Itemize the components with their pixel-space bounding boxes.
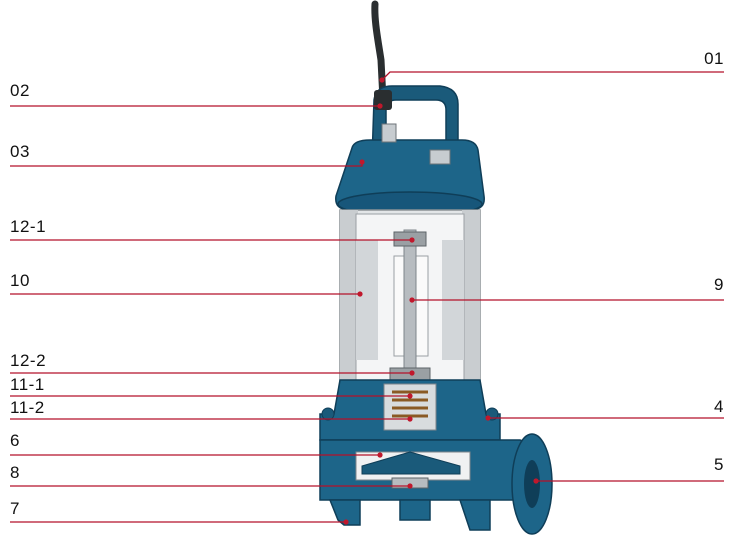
- callout-label-8: 8: [10, 463, 20, 482]
- callout-label-6: 6: [10, 431, 20, 450]
- callout-label-01: 01: [704, 49, 724, 68]
- leader-dot-8: [407, 483, 413, 489]
- leader-line-01: [381, 71, 724, 81]
- left-flange-bolt: [321, 407, 335, 421]
- callout-label-03: 03: [10, 142, 30, 161]
- callout-label-11-1: 11-1: [10, 375, 45, 394]
- power-cable: [371, 0, 387, 104]
- motor-housing-shade-left: [340, 210, 358, 382]
- leader-dot-01: [379, 77, 385, 83]
- callout-label-12-2: 12-2: [10, 351, 47, 370]
- pump-stand-right: [458, 499, 491, 531]
- leader-dot-5: [533, 478, 539, 484]
- callout-label-10: 10: [10, 271, 30, 290]
- stator-winding-left: [356, 240, 378, 360]
- callout-label-12-1: 12-1: [10, 217, 47, 236]
- callout-label-7: 7: [10, 499, 20, 518]
- leader-dot-7: [343, 519, 349, 525]
- leader-dot-6: [377, 452, 383, 458]
- leader-dot-02: [377, 103, 383, 109]
- leader-dot-12-2: [409, 370, 415, 376]
- callout-label-9: 9: [714, 275, 724, 294]
- leader-dot-03: [359, 159, 365, 165]
- motor-housing-shade-right: [462, 210, 480, 382]
- cover-bolt: [381, 123, 397, 143]
- leader-dot-11-1: [407, 393, 413, 399]
- leader-line-03: [10, 162, 363, 167]
- leader-dot-9: [409, 297, 415, 303]
- leader-dot-10: [357, 291, 363, 297]
- cover-boss: [429, 149, 451, 165]
- pump-stand: [328, 499, 361, 526]
- mechanical-seal-spring: [392, 390, 428, 418]
- leader-dot-11-2: [407, 416, 413, 422]
- callout-label-4: 4: [714, 397, 724, 416]
- callout-label-02: 02: [10, 81, 30, 100]
- leader-dot-4: [485, 415, 491, 421]
- discharge-port: [524, 460, 540, 508]
- callout-label-11-2: 11-2: [10, 398, 45, 417]
- callout-label-5: 5: [714, 455, 724, 474]
- cable-gland: [374, 90, 392, 110]
- pump-stand-center: [399, 499, 431, 521]
- leader-dot-12-1: [409, 237, 415, 243]
- impeller: [361, 451, 461, 475]
- callout-leaders: [10, 71, 724, 525]
